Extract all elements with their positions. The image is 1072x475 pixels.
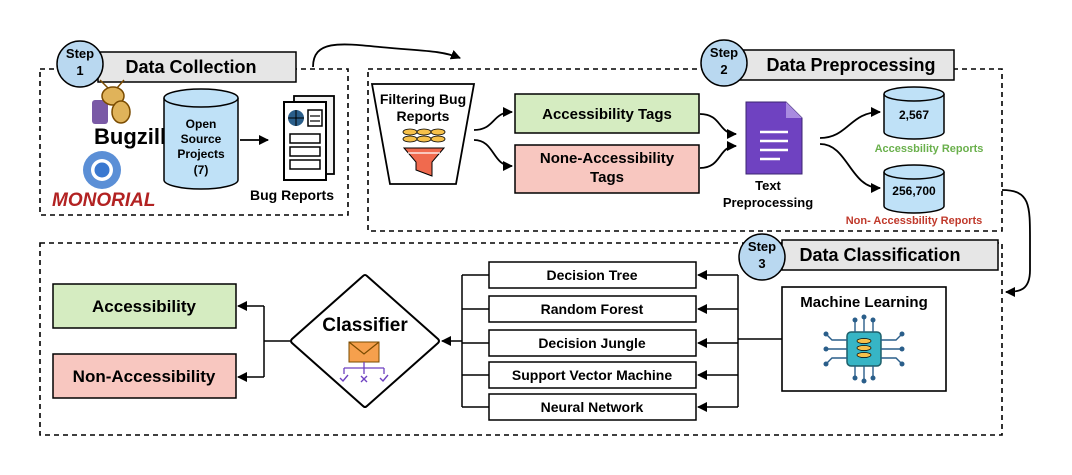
arrow-filter-to-nonacc-tags: [473, 139, 513, 171]
none-accessibility-line2: Tags: [590, 169, 624, 186]
bugzilla-ant-icon: [92, 100, 108, 124]
step1-badge-line1: Step: [66, 46, 94, 61]
db-line2: Source: [181, 132, 222, 146]
algorithm-label: Support Vector Machine: [512, 367, 672, 383]
step1-header: Step 1 Data Collection: [56, 40, 297, 88]
algorithm-label: Decision Tree: [546, 267, 637, 283]
algorithm-label: Decision Jungle: [538, 335, 646, 351]
accessibility-reports-label: Accessbility Reports: [875, 143, 984, 155]
filter-line1: Filtering Bug: [380, 91, 466, 107]
output-non-accessibility-label: Non-Accessibility: [73, 367, 216, 386]
classifier-label: Classifier: [322, 315, 408, 336]
arrow-text-to-nonacc-db: [819, 143, 881, 193]
text-preprocessing-line2: Preprocessing: [723, 195, 813, 210]
step1-badge-line2: 1: [76, 63, 83, 78]
step2-title: Data Preprocessing: [766, 55, 935, 75]
algorithm-neural-network: Neural Network: [488, 393, 697, 421]
non-accessibility-reports-label: Non- Accessbility Reports: [846, 215, 983, 227]
algorithm-decision-tree: Decision Tree: [488, 261, 697, 289]
step3-badge-line2: 3: [758, 256, 765, 271]
classifier-diamond: Classifier: [290, 274, 440, 408]
filter-line2: Reports: [397, 108, 450, 124]
none-accessibility-line1: None-Accessibility: [540, 150, 675, 167]
step2-header: Step 2 Data Preprocessing: [700, 39, 955, 87]
arrow-filter-to-acc-tags: [473, 107, 513, 131]
algorithm-label: Neural Network: [541, 399, 644, 415]
funnel-icon: [402, 128, 446, 177]
arrow-step2-to-step3: [1001, 189, 1031, 297]
none-accessibility-tags-box: None-Accessibility Tags: [514, 144, 700, 194]
machine-learning-box: Machine Learning: [781, 286, 947, 392]
step3-title: Data Classification: [799, 245, 960, 265]
db-line1: Open: [186, 117, 217, 131]
arrow-text-to-acc-db: [819, 107, 881, 139]
step3-badge-line1: Step: [748, 239, 776, 254]
algorithm-random-forest: Random Forest: [488, 295, 697, 323]
text-preprocessing-line1: Text: [755, 178, 781, 193]
arrow-acc-to-text: [699, 113, 737, 139]
algorithm-decision-jungle: Decision Jungle: [488, 329, 697, 357]
output-accessibility-label: Accessibility: [92, 297, 196, 316]
output-non-accessibility-box: Non-Accessibility: [52, 353, 237, 399]
step3-frame: [39, 242, 1003, 436]
filtering-bug-reports: Filtering Bug Reports: [370, 83, 476, 185]
step1-title: Data Collection: [125, 57, 256, 77]
step2-badge-line2: 2: [720, 62, 727, 77]
open-source-db: Open Source Projects (7): [163, 88, 239, 190]
monorial-label: MONORIAL: [52, 190, 155, 211]
algorithm-support-vector-machine: Support Vector Machine: [488, 361, 697, 389]
db-line3: Projects: [177, 147, 225, 161]
chrome-logo: [83, 151, 121, 189]
accessibility-reports-db: 2,567: [883, 86, 945, 140]
non-accessibility-count: 256,700: [892, 184, 936, 198]
text-document-icon: [745, 101, 803, 175]
step2-frame: [367, 68, 1003, 232]
step3-header: Step 3 Data Classification: [738, 233, 999, 281]
envelope-sort-icon: [339, 341, 389, 383]
bug-reports-label: Bug Reports: [250, 187, 334, 203]
accessibility-tags-label: Accessibility Tags: [542, 106, 672, 123]
algorithm-label: Random Forest: [541, 301, 644, 317]
output-accessibility-box: Accessibility: [52, 283, 237, 329]
bug-reports-icon: [283, 95, 335, 181]
accessibility-tags-box: Accessibility Tags: [514, 93, 700, 134]
machine-learning-label: Machine Learning: [800, 294, 928, 311]
db-line4: (7): [194, 163, 209, 177]
non-accessibility-reports-db: 256,700: [883, 164, 945, 214]
accessibility-count: 2,567: [899, 108, 929, 122]
arrow-nonacc-to-text: [699, 141, 737, 169]
arrow-step1-to-step2: [312, 43, 461, 68]
ml-chip-icon: [823, 314, 905, 384]
step2-badge-line1: Step: [710, 45, 738, 60]
